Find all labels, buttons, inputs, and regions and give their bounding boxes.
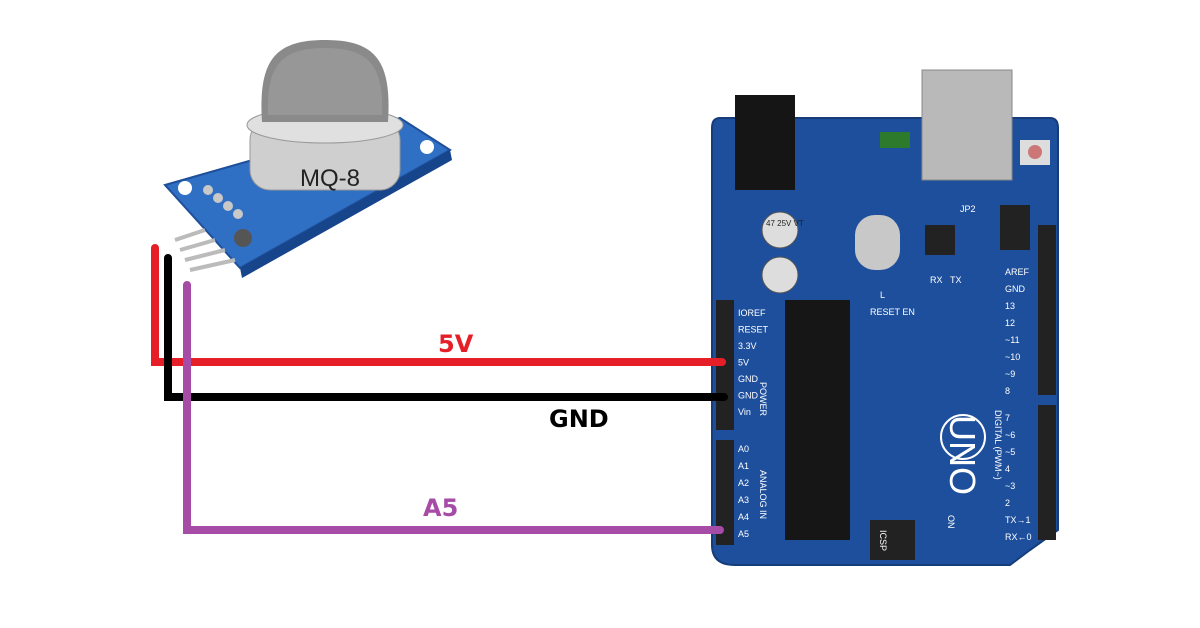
power-title: POWER [758, 382, 768, 417]
power-pin-label: GND [738, 391, 759, 401]
reset-en-label: RESET EN [870, 307, 915, 317]
crystal [855, 215, 900, 270]
wire-5v-label: 5V [438, 330, 474, 358]
wire-gnd [164, 254, 728, 401]
rx-label: RX [930, 275, 943, 285]
digital-pin-label: 13 [1005, 301, 1015, 311]
digital-pin-label: ~9 [1005, 369, 1015, 379]
digital-title: DIGITAL (PWM~) [993, 410, 1003, 480]
power-pin-label: 5V [738, 358, 749, 368]
digital-header-low [1038, 405, 1056, 540]
analog-pin-label: A4 [738, 512, 749, 522]
arduino-uno-board: 47 25V VT IOREFRESET3.3V5VGNDGNDVinA0A1A… [711, 69, 1059, 566]
digital-pin-label: ~5 [1005, 447, 1015, 457]
power-pin-label: 3.3V [738, 341, 757, 351]
power-pin-label: Vin [738, 407, 751, 417]
digital-pin-label: 8 [1005, 386, 1010, 396]
analog-pin-label: A5 [738, 529, 749, 539]
digital-header-high [1038, 225, 1056, 395]
icsp-label: ICSP [878, 530, 888, 551]
capacitor-label: 47 25V VT [766, 219, 804, 228]
power-pin-label: RESET [738, 325, 769, 335]
power-pin-label: GND [738, 374, 759, 384]
digital-pin-label: RX←0 [1005, 532, 1032, 542]
analog-header [716, 440, 734, 545]
analog-pin-label: A2 [738, 478, 749, 488]
digital-pin-label: GND [1005, 284, 1026, 294]
wire-a5 [183, 281, 724, 534]
analog-pin-label: A0 [738, 444, 749, 454]
sensor-pins [174, 228, 236, 272]
tx-label: TX [950, 275, 962, 285]
wire-a5-label: A5 [423, 494, 459, 522]
digital-pin-label: 4 [1005, 464, 1010, 474]
mq8-sensor-module: MQ-8 [163, 40, 452, 278]
wire-gnd-label: GND [549, 405, 609, 433]
usb-chip [925, 225, 955, 255]
l-led-label: L [880, 290, 885, 300]
digital-pin-label: ~6 [1005, 430, 1015, 440]
digital-pin-label: ~10 [1005, 352, 1020, 362]
atmega328p-chip [785, 300, 850, 540]
on-label: ON [946, 515, 956, 529]
digital-pin-label: 7 [1005, 413, 1010, 423]
digital-pin-label: ~11 [1005, 335, 1020, 345]
power-pin-label: IOREF [738, 308, 766, 318]
analog-pin-label: A1 [738, 461, 749, 471]
analog-pin-label: A3 [738, 495, 749, 505]
sensor-label: MQ-8 [300, 165, 360, 192]
digital-pin-label: 12 [1005, 318, 1015, 328]
digital-pin-label: 2 [1005, 498, 1010, 508]
digital-pin-label: ~3 [1005, 481, 1015, 491]
usb-port [921, 69, 1013, 181]
digital-pin-label: AREF [1005, 267, 1030, 277]
icsp-header [870, 520, 915, 560]
wire-5v [151, 244, 726, 366]
analog-title: ANALOG IN [758, 470, 768, 519]
power-jack [735, 95, 795, 190]
jp2-label: JP2 [960, 204, 976, 214]
digital-pin-label: TX→1 [1005, 515, 1031, 525]
